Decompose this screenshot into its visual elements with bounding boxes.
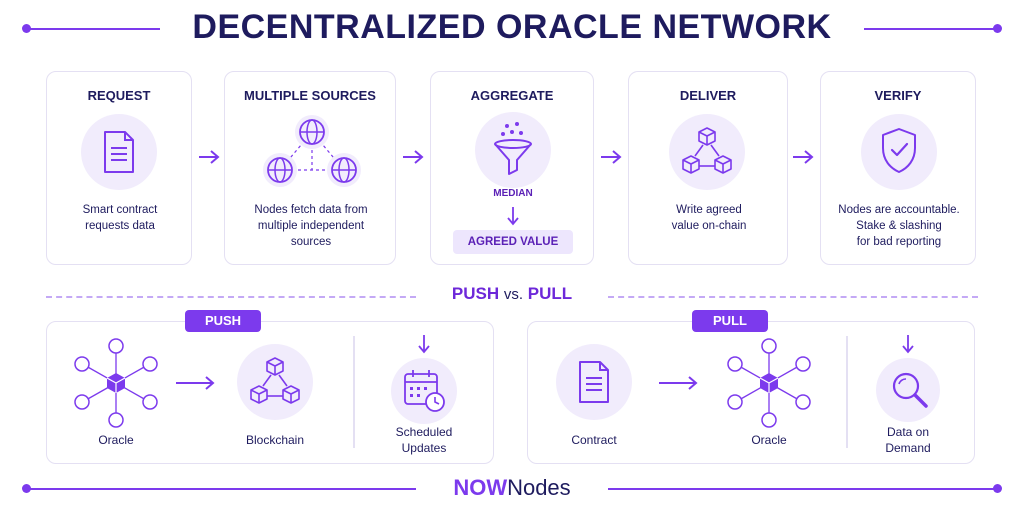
- pull-word: PULL: [527, 284, 573, 303]
- header-left-line: [28, 28, 160, 30]
- arrow-right-icon: [600, 150, 622, 164]
- step-desc: Smart contract requests data: [47, 202, 193, 234]
- header-right-line: [864, 28, 996, 30]
- contract-label: Contract: [571, 433, 617, 447]
- arrow-down-icon: [902, 335, 914, 354]
- push-divider: [353, 336, 355, 448]
- document-icon: [104, 131, 134, 173]
- desc-line: Nodes are accountable.: [838, 204, 960, 216]
- desc-line: Nodes fetch data from: [254, 204, 368, 216]
- step-verify-card: VERIFY Nodes are accountable. Stake & sl…: [820, 71, 976, 265]
- blockchain-label: Blockchain: [245, 433, 305, 447]
- arrow-right-icon: [198, 150, 220, 164]
- step-icon-bg: [669, 114, 745, 190]
- step-icon-bg: [81, 114, 157, 190]
- footer-left-dot: [22, 484, 31, 493]
- label-line: Data on: [886, 425, 930, 439]
- data-on-demand-label: Data on Demand: [853, 424, 963, 456]
- nownodes-logo: NOWNodes: [420, 475, 604, 501]
- vs-word: vs.: [503, 286, 523, 303]
- step-title: REQUEST: [87, 88, 151, 103]
- arrow-right-icon: [176, 376, 215, 390]
- magnifier-icon-bg: [876, 358, 940, 422]
- step-sources-card: MULTIPLE SOURCES Nodes fetch data from m…: [224, 71, 396, 265]
- step-title: DELIVER: [679, 88, 737, 103]
- push-tag: PUSH: [185, 310, 261, 332]
- logo-rest: Nodes: [507, 475, 571, 500]
- step-aggregate-card: AGGREGATE MEDIAN AGREED VALUE: [430, 71, 594, 265]
- oracle-label: Oracle: [751, 433, 787, 447]
- step-title: AGGREGATE: [470, 88, 554, 103]
- oracle-hub-icon: [74, 338, 158, 428]
- desc-line: value on-chain: [671, 220, 747, 232]
- push-vs-pull-heading: PUSH vs. PULL: [412, 284, 612, 304]
- funnel-icon: [494, 122, 532, 175]
- pull-panel: PULL Contract Oracle: [527, 310, 975, 464]
- cubes-icon: [682, 127, 732, 174]
- label-line: Demand: [885, 441, 931, 455]
- header-right-dot: [993, 24, 1002, 33]
- globe-network-icon: [263, 115, 361, 187]
- median-label: MEDIAN: [493, 188, 533, 199]
- arrow-down-icon: [507, 207, 519, 226]
- step-desc: Write agreed value on-chain: [629, 202, 789, 234]
- desc-line: multiple independent: [257, 220, 365, 232]
- desc-line: sources: [290, 236, 332, 248]
- shield-check-icon: [882, 128, 916, 173]
- header-left-dot: [22, 24, 31, 33]
- document-icon: [579, 361, 609, 403]
- arrow-right-icon: [402, 150, 424, 164]
- calendar-icon-bg: [391, 358, 457, 424]
- label-line: Scheduled: [395, 425, 453, 439]
- label-line: Updates: [401, 441, 447, 455]
- step-icon-bg: [861, 114, 937, 190]
- footer-left-line: [28, 488, 416, 490]
- desc-line: Write agreed: [676, 204, 742, 216]
- desc-line: requests data: [85, 220, 155, 232]
- oracle-label: Oracle: [98, 433, 134, 447]
- step-desc: Nodes fetch data from multiple independe…: [225, 202, 397, 250]
- push-word: PUSH: [451, 284, 500, 303]
- divider-right: [608, 296, 978, 298]
- pull-divider: [846, 336, 848, 448]
- oracle-hub-icon: [727, 338, 811, 428]
- blockchain-icon-bg: [237, 344, 313, 420]
- divider-left: [46, 296, 416, 298]
- scheduled-updates-label: Scheduled Updates: [369, 424, 479, 456]
- footer-right-dot: [993, 484, 1002, 493]
- page-title: DECENTRALIZED ORACLE NETWORK: [192, 8, 832, 46]
- agreed-value-pill: AGREED VALUE: [453, 230, 573, 254]
- footer-right-line: [608, 488, 996, 490]
- step-deliver-card: DELIVER Write agreed value on-chain: [628, 71, 788, 265]
- arrow-down-icon: [418, 335, 430, 354]
- desc-line: Smart contract: [82, 204, 158, 216]
- desc-line: for bad reporting: [856, 236, 942, 248]
- step-icon-bg: [475, 112, 551, 188]
- magnifier-icon: [892, 372, 928, 408]
- pull-tag: PULL: [692, 310, 768, 332]
- logo-bold: NOW: [453, 475, 508, 500]
- calendar-clock-icon: [404, 370, 445, 412]
- step-desc: Nodes are accountable. Stake & slashing …: [821, 202, 977, 250]
- arrow-right-icon: [659, 376, 698, 390]
- step-title: VERIFY: [874, 88, 922, 103]
- desc-line: Stake & slashing: [856, 220, 942, 232]
- step-request-card: REQUEST Smart contract requests data: [46, 71, 192, 265]
- arrow-right-icon: [792, 150, 814, 164]
- blockchain-icon: [250, 357, 300, 404]
- contract-icon-bg: [556, 344, 632, 420]
- push-panel: PUSH Oracle Blockchain: [46, 310, 494, 464]
- step-title: MULTIPLE SOURCES: [244, 88, 376, 103]
